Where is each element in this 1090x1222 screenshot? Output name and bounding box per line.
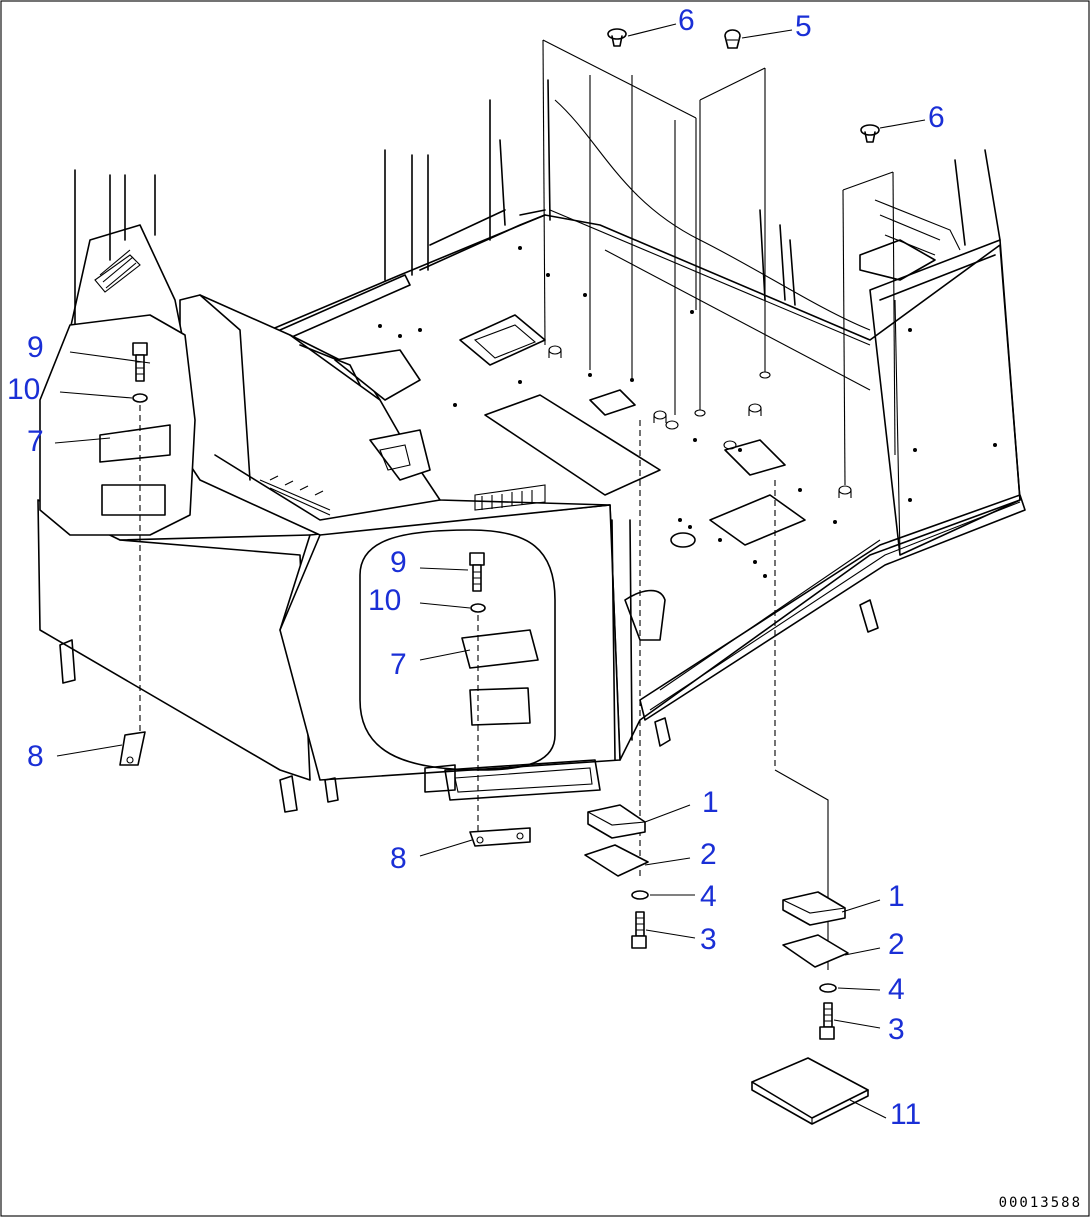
- bolt-3b-icon: [819, 1002, 835, 1040]
- grommet-5-icon: [724, 29, 741, 49]
- bolt-3a-icon: [631, 911, 647, 949]
- callout-6-top: 6: [678, 4, 695, 37]
- washer-10a-icon: [132, 393, 148, 403]
- callout-3-right: 3: [888, 1013, 905, 1046]
- callout-5: 5: [795, 10, 812, 43]
- pad-1b-icon: [782, 891, 846, 926]
- callout-2-middle: 2: [700, 838, 717, 871]
- washer-10b-icon: [470, 603, 486, 613]
- callout-9-center: 9: [390, 546, 407, 579]
- bolt-9b-icon: [469, 552, 485, 592]
- plug-6b-icon: [860, 124, 880, 143]
- drawing-number: 00013588: [998, 1195, 1082, 1211]
- callout-10-center: 10: [368, 584, 402, 617]
- plate-2b-icon: [782, 934, 849, 968]
- callout-1-right: 1: [888, 880, 905, 913]
- plug-6a-icon: [607, 28, 627, 47]
- washer-4a-icon: [631, 890, 649, 900]
- callout-1-middle: 1: [702, 786, 719, 819]
- callout-11: 11: [890, 1098, 922, 1131]
- callout-6-right: 6: [928, 101, 945, 134]
- callout-7-center: 7: [390, 648, 407, 681]
- nutplate-8a-icon: [119, 731, 146, 766]
- callout-3-middle: 3: [700, 923, 717, 956]
- callout-8-left: 8: [27, 740, 44, 773]
- mat-11-icon: [751, 1057, 869, 1125]
- pad-1a-icon: [587, 804, 646, 839]
- callout-9-left: 9: [27, 331, 44, 364]
- callout-2-right: 2: [888, 928, 905, 961]
- callout-7-left: 7: [27, 425, 44, 458]
- bolt-9a-icon: [132, 342, 148, 382]
- callout-4-right: 4: [888, 973, 905, 1006]
- callout-10-left: 10: [7, 373, 41, 406]
- plate-2a-icon: [584, 844, 649, 877]
- leader-lines: [54, 23, 926, 1119]
- callout-4-middle: 4: [700, 880, 717, 913]
- left-console: [37, 169, 666, 813]
- exploded-parts: [119, 28, 896, 1125]
- nutplate-8b-icon: [469, 827, 531, 847]
- callout-8-center: 8: [390, 842, 407, 875]
- washer-4b-icon: [819, 983, 837, 993]
